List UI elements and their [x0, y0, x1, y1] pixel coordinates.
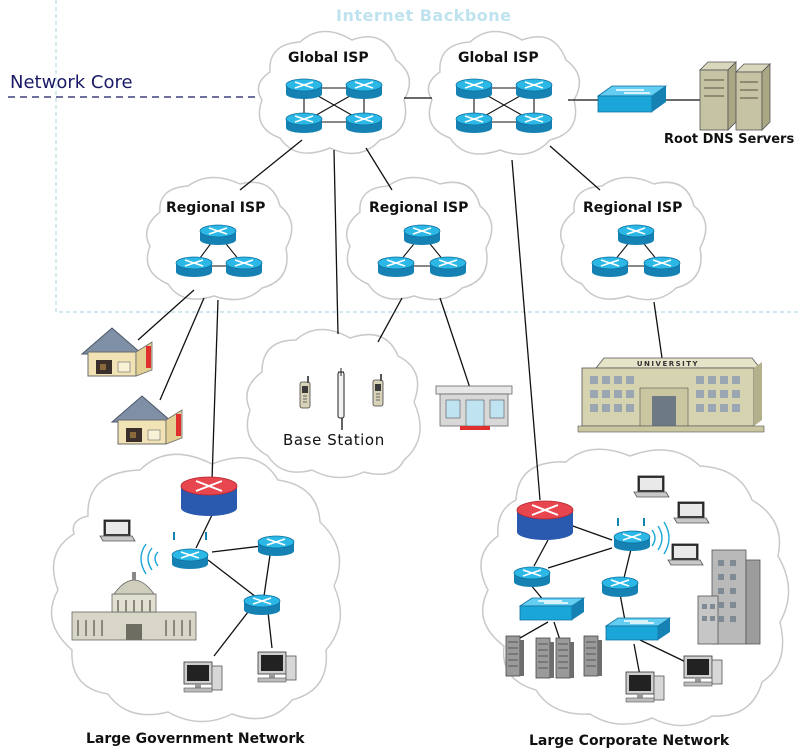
connection-lines — [137, 97, 700, 677]
corporate-network-label: Large Corporate Network — [529, 733, 730, 749]
antenna-icon — [337, 368, 345, 419]
base-station-label: Base Station — [283, 431, 385, 449]
capitol-building-icon — [71, 572, 197, 641]
backbone-boundary — [55, 0, 800, 313]
home-icon — [81, 327, 153, 377]
government-network-label: Large Government Network — [86, 731, 305, 747]
router-icon — [601, 576, 639, 598]
dns-switch-icon — [596, 85, 668, 113]
router-icon — [429, 256, 467, 278]
regional-isp-triangles — [192, 233, 664, 267]
root-dns-servers-icon — [699, 61, 771, 131]
switch-icon — [519, 597, 585, 621]
laptop-icon — [673, 501, 710, 524]
router-icon — [455, 112, 493, 134]
core-router-icon — [516, 500, 574, 541]
base-station-cloud — [246, 328, 421, 479]
office-tower-icon — [697, 549, 761, 645]
router-icon — [285, 78, 323, 100]
regional-isp-label: Regional ISP — [166, 200, 266, 216]
regional-isp-label: Regional ISP — [369, 200, 469, 216]
wireless-access-point-icon — [140, 532, 207, 575]
laptop-icon — [633, 475, 670, 498]
server-rack-icon — [505, 635, 603, 679]
router-icon — [513, 566, 551, 588]
core-router-icon — [180, 476, 238, 517]
small-business-icon — [435, 385, 513, 430]
router-icon — [455, 78, 493, 100]
router-icon — [285, 112, 323, 134]
router-icon — [199, 224, 237, 246]
router-icon — [515, 78, 553, 100]
router-icon — [345, 112, 383, 134]
router-icon — [515, 112, 553, 134]
global-isp-label: Global ISP — [458, 50, 539, 66]
switch-icon — [605, 617, 671, 641]
root-dns-servers-label: Root DNS Servers — [664, 132, 795, 147]
wireless-access-point-icon — [617, 518, 670, 555]
router-icon — [175, 256, 213, 278]
network-core-label: Network Core — [10, 72, 133, 93]
laptop-icon — [99, 519, 136, 542]
home-icon — [111, 395, 183, 445]
regional-isp-label: Regional ISP — [583, 200, 683, 216]
global-isp-label: Global ISP — [288, 50, 369, 66]
router-icon — [171, 548, 209, 570]
router-icon — [643, 256, 681, 278]
university-icon — [577, 357, 765, 433]
router-icon — [591, 256, 629, 278]
router-icon — [377, 256, 415, 278]
router-icon — [345, 78, 383, 100]
router-icon — [617, 224, 655, 246]
router-icon — [257, 535, 295, 557]
router-icon — [403, 224, 441, 246]
internet-backbone-title: Internet Backbone — [336, 6, 512, 25]
router-icon — [613, 530, 651, 552]
laptop-icon — [667, 543, 704, 566]
university-sign: UNIVERSITY — [637, 360, 699, 368]
router-icon — [225, 256, 263, 278]
router-icon — [243, 594, 281, 616]
